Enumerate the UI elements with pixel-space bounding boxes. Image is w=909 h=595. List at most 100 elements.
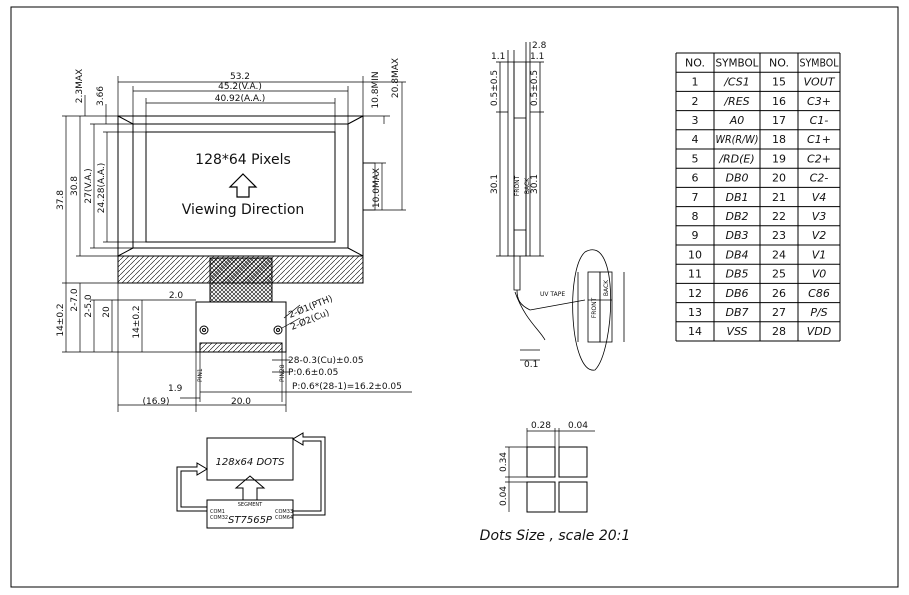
- dim-2-3max: 2.3MAX: [75, 69, 85, 103]
- pin-symbol: DB2: [725, 210, 748, 223]
- dim-0-5-right: 0.5±0.5: [530, 70, 540, 106]
- chip-top-label: SEGMENT: [238, 502, 263, 508]
- back-label: BACK: [524, 177, 531, 194]
- detail-front-label: FRONT: [591, 297, 598, 318]
- ic-area: [209, 257, 273, 303]
- active-area: [145, 131, 336, 243]
- pin-number: 26: [772, 287, 786, 300]
- screen-line2: Viewing Direction: [182, 202, 305, 218]
- pin-symbol: DB0: [725, 172, 748, 185]
- dot-4: [558, 481, 588, 513]
- dot-1: [526, 446, 556, 478]
- hole-left: [199, 325, 209, 335]
- pin-symbol: V4: [812, 191, 827, 204]
- module-outline: [117, 115, 364, 257]
- pin28-label: PIN28: [279, 364, 286, 382]
- pin-number: 28: [772, 325, 786, 338]
- front-label: FRONT: [514, 175, 521, 196]
- fpc-pads: [199, 342, 283, 353]
- pin-symbol: VDD: [807, 325, 831, 338]
- dim-2-7: 2-7.0: [70, 288, 80, 312]
- pin-symbol: V3: [812, 210, 827, 223]
- dim-1-1-a: 1.1: [491, 52, 505, 62]
- pin-number: 25: [772, 268, 786, 281]
- pin-symbol: WR(R/W): [716, 133, 759, 146]
- pin-symbol: C86: [808, 287, 830, 300]
- dim-30-1-right: 30.1: [530, 174, 540, 194]
- pin-number: 19: [772, 152, 786, 165]
- drawing-border: [10, 6, 899, 588]
- dim-aa-width: 40.92(A.A.): [215, 94, 266, 104]
- pitch-spec: P:0.6±0.05: [288, 368, 338, 378]
- pin-number: 5: [692, 152, 699, 165]
- detail-back-label: BACK: [603, 279, 610, 296]
- dim-16-9: (16.9): [142, 397, 169, 407]
- screen-line1: 128*64 Pixels: [195, 152, 291, 168]
- dim-1-9: 1.9: [168, 384, 183, 394]
- viewing-direction-arrow: [228, 173, 258, 198]
- dim-10-8min: 10.8MIN: [371, 71, 381, 108]
- pin1-label: PIN1: [197, 368, 204, 382]
- dim-14-right: 14±0.2: [132, 305, 142, 338]
- pin-number: 7: [692, 191, 699, 204]
- pin-symbol: C1-: [810, 114, 829, 127]
- dim-14-left: 14±0.2: [56, 303, 66, 336]
- pin-symbol: C2+: [807, 152, 831, 165]
- table-header: NO.: [685, 56, 705, 69]
- display-block: [206, 437, 294, 481]
- pin-number: 17: [772, 114, 786, 127]
- pin-number: 16: [772, 95, 786, 108]
- pin-number: 27: [772, 306, 786, 319]
- dim-height-total: 37.8: [56, 190, 66, 210]
- pin-number: 24: [772, 248, 786, 261]
- pin-symbol: DB3: [725, 229, 748, 242]
- dim-2-8: 2.8: [532, 41, 547, 51]
- pin-symbol: DB5: [725, 268, 748, 281]
- pin-number: 2: [692, 95, 699, 108]
- pin-number: 9: [692, 229, 699, 242]
- hole-right: [273, 325, 283, 335]
- dim-va-height: 27(V.A.): [84, 168, 94, 203]
- dots-detail: [505, 428, 595, 513]
- dim-0-28: 0.28: [531, 421, 551, 431]
- dim-20-0: 20.0: [231, 397, 251, 407]
- dim-0-04-top: 0.04: [568, 421, 588, 431]
- pin-number: 6: [692, 172, 699, 185]
- dim-3-66: 3.66: [96, 86, 106, 106]
- pin-symbol: V2: [812, 229, 827, 242]
- fpc-dimensions: [62, 283, 412, 412]
- top-dimensions: [117, 76, 364, 132]
- pin-symbol: DB6: [725, 287, 748, 300]
- block-diagram: [176, 432, 326, 529]
- table-header: SYMBOL: [716, 56, 760, 69]
- viewing-area: [132, 123, 349, 249]
- uv-tape-label: UV TAPE: [540, 291, 565, 298]
- pin-symbol: DB4: [725, 248, 748, 261]
- pin-symbol: /CS1: [723, 76, 750, 89]
- pad-spec: 28-0.3(Cu)±0.05: [288, 356, 364, 366]
- dim-20-a: 20: [102, 306, 112, 318]
- dots-caption: Dots Size , scale 20:1: [480, 528, 631, 544]
- span-spec: P:0.6*(28-1)=16.2±0.05: [292, 382, 402, 392]
- dim-0-04-left: 0.04: [499, 486, 509, 506]
- dim-width-total: 53.2: [230, 72, 250, 82]
- pin-symbol: VSS: [726, 325, 747, 338]
- front-outline-view: [117, 115, 364, 353]
- pin-number: 15: [772, 76, 786, 89]
- side-view: [496, 42, 625, 371]
- pin-number: 4: [692, 133, 699, 146]
- pin-symbol: DB1: [725, 191, 748, 204]
- pin-symbol: VOUT: [804, 76, 836, 89]
- display-block-label: 128x64 DOTS: [216, 457, 286, 468]
- dim-30-1-left: 30.1: [490, 174, 500, 194]
- table-header: NO.: [769, 56, 789, 69]
- dim-10-0max: 10.0MAX: [372, 168, 382, 208]
- left-dimensions: [62, 95, 146, 284]
- pin-number: 1: [692, 76, 699, 89]
- dot-2: [558, 446, 588, 478]
- pin-symbol: DB7: [725, 306, 748, 319]
- pin-symbol: /RD(E): [718, 152, 754, 165]
